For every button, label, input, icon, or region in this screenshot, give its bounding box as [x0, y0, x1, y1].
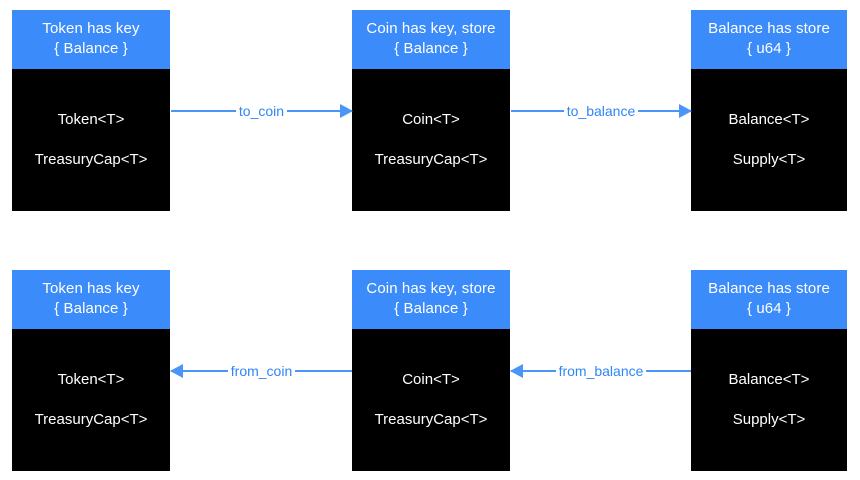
- node-body-balance-top: Balance<T> Supply<T>: [691, 69, 847, 211]
- node-coin-bottom[interactable]: Coin has key, store { Balance } Coin<T> …: [352, 270, 510, 471]
- node-token-top[interactable]: Token has key { Balance } Token<T> Treas…: [12, 10, 170, 211]
- arrowhead-left-icon: [170, 364, 183, 378]
- type-entry: Coin<T>: [402, 111, 460, 128]
- node-token-bottom[interactable]: Token has key { Balance } Token<T> Treas…: [12, 270, 170, 471]
- type-entry: Supply<T>: [732, 411, 806, 428]
- arrowhead-right-icon: [340, 104, 353, 118]
- node-body-coin-top: Coin<T> TreasuryCap<T>: [352, 69, 510, 211]
- edge-label-from-coin: from_coin: [227, 363, 296, 379]
- type-entry: Balance<T>: [728, 111, 810, 128]
- edge-from-balance: from_balance: [510, 356, 691, 386]
- node-header-coin-top: Coin has key, store { Balance }: [352, 10, 510, 69]
- edge-from-coin: from_coin: [170, 356, 352, 386]
- node-body-coin-bottom: Coin<T> TreasuryCap<T>: [352, 329, 510, 471]
- edge-label-to-balance: to_balance: [563, 103, 639, 119]
- type-entry: TreasuryCap<T>: [374, 411, 488, 428]
- type-entry: Balance<T>: [728, 371, 810, 388]
- node-body-balance-bottom: Balance<T> Supply<T>: [691, 329, 847, 471]
- node-balance-bottom[interactable]: Balance has store { u64 } Balance<T> Sup…: [691, 270, 847, 471]
- node-header-balance-bottom: Balance has store { u64 }: [691, 270, 847, 329]
- type-entry: Coin<T>: [402, 371, 460, 388]
- edge-to-coin: to_coin: [171, 96, 353, 126]
- arrowhead-left-icon: [510, 364, 523, 378]
- type-entry: TreasuryCap<T>: [34, 151, 148, 168]
- node-header-coin-bottom: Coin has key, store { Balance }: [352, 270, 510, 329]
- node-header-token-bottom: Token has key { Balance }: [12, 270, 170, 329]
- arrowhead-right-icon: [679, 104, 692, 118]
- type-entry: Token<T>: [57, 111, 125, 128]
- node-body-token-bottom: Token<T> TreasuryCap<T>: [12, 329, 170, 471]
- edge-label-to-coin: to_coin: [235, 103, 288, 119]
- node-header-token-top: Token has key { Balance }: [12, 10, 170, 69]
- type-entry: Token<T>: [57, 371, 125, 388]
- node-coin-top[interactable]: Coin has key, store { Balance } Coin<T> …: [352, 10, 510, 211]
- type-entry: TreasuryCap<T>: [374, 151, 488, 168]
- type-entry: Supply<T>: [732, 151, 806, 168]
- type-entry: TreasuryCap<T>: [34, 411, 148, 428]
- node-header-balance-top: Balance has store { u64 }: [691, 10, 847, 69]
- node-balance-top[interactable]: Balance has store { u64 } Balance<T> Sup…: [691, 10, 847, 211]
- edge-to-balance: to_balance: [511, 96, 692, 126]
- edge-label-from-balance: from_balance: [555, 363, 647, 379]
- node-body-token-top: Token<T> TreasuryCap<T>: [12, 69, 170, 211]
